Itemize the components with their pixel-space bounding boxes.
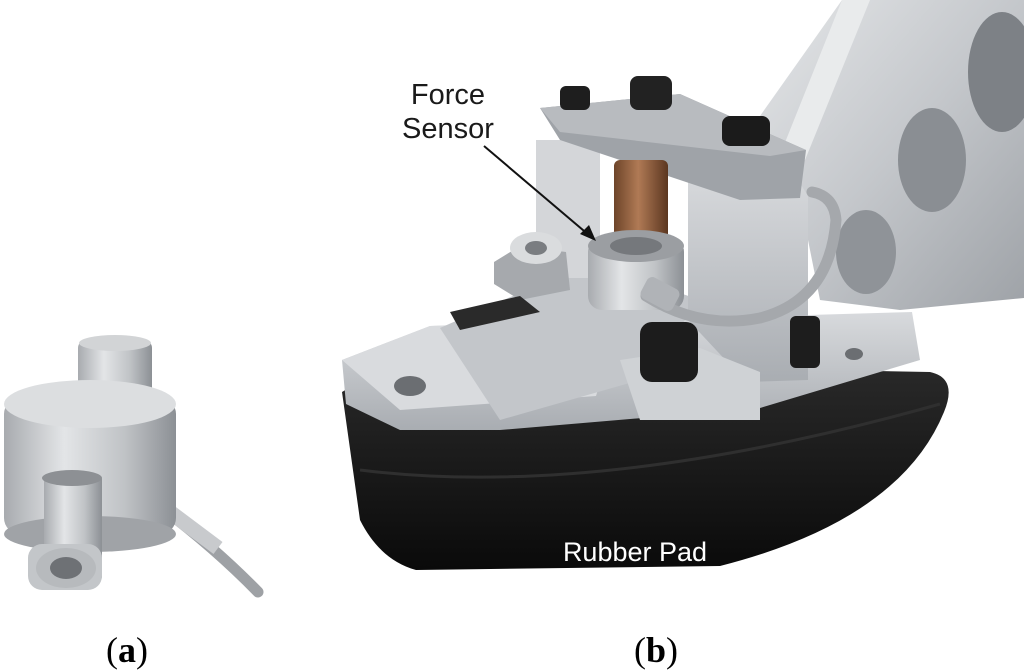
caption-b-close: ) — [666, 630, 679, 670]
caption-b-open: ( — [634, 630, 646, 670]
force-sensor-label-line1: Force — [410, 79, 486, 111]
caption-a-letter: a — [118, 630, 136, 670]
caption-b: (b) — [634, 630, 678, 670]
caption-a-open: ( — [106, 630, 118, 670]
caption-b-letter: b — [646, 630, 667, 670]
rubber-pad-label: Rubber Pad — [562, 537, 708, 567]
force-sensor-label-line2: Sensor — [402, 113, 494, 145]
caption-a: (a) — [106, 630, 148, 670]
load-cell-image — [4, 335, 264, 598]
foot-assembly-image — [342, 0, 1024, 570]
caption-a-close: ) — [136, 630, 148, 670]
force-sensor-label: Force Sensor — [392, 78, 504, 146]
